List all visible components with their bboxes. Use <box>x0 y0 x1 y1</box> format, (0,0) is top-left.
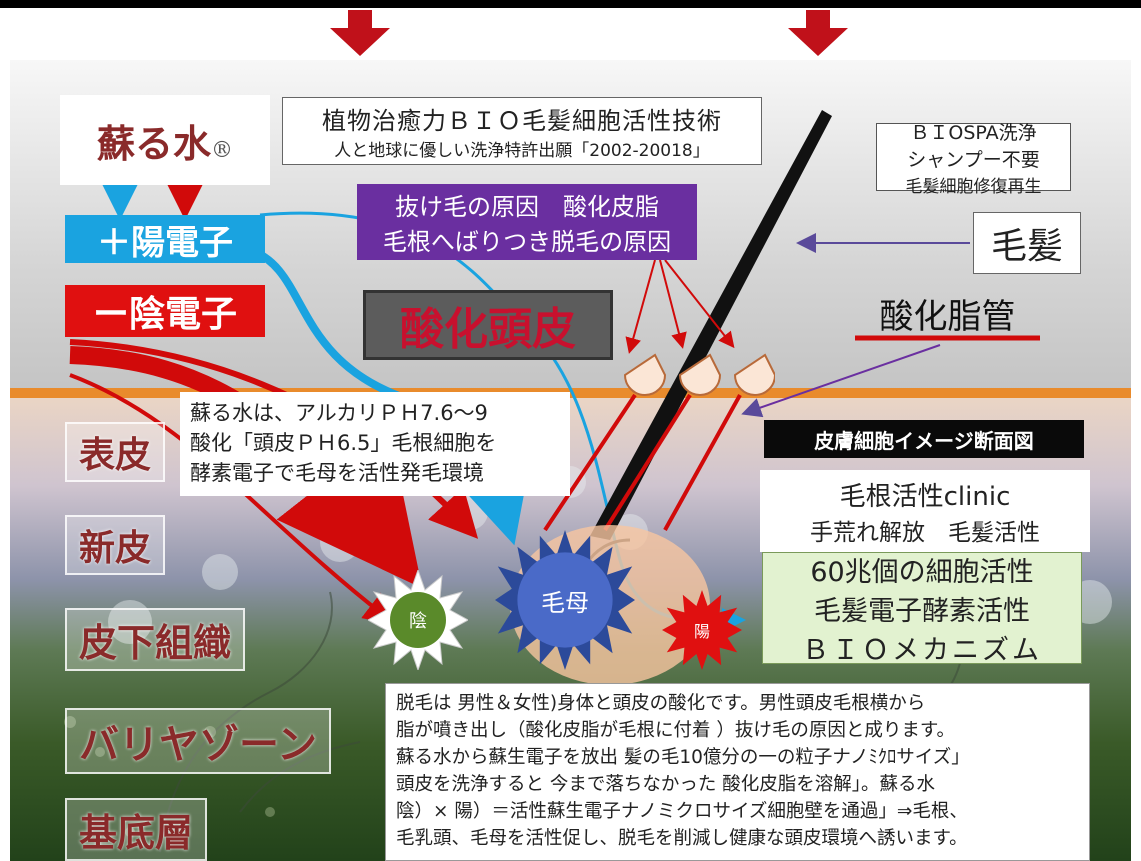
diagram-scene: 陰 毛母 陽 蘇る水® 植物治癒力ＢＩＯ毛髪細胞活性技術 人と地球に優しい洗浄特… <box>10 60 1131 861</box>
clinic-box: 毛根活性clinic 手荒れ解放 毛髪活性 <box>760 470 1090 552</box>
header-center-line2: 人と地球に優しい洗浄特許出願「2002-20018」 <box>334 141 710 161</box>
layer-basal: 基底層 <box>65 798 208 861</box>
alkaline-line3: 酵素電子で毛母を活性発毛環境 <box>190 461 484 485</box>
bottom-line3: 蘇る水から蘇生電子を放出 髪の毛10億分の一の粒子ナノﾐｸﾛサイズ」 <box>396 747 970 768</box>
yang-label: 陽 <box>693 622 710 641</box>
bottom-line1: 脱毛は 男性＆女性)身体と頭皮の酸化です。男性頭皮毛根横から <box>396 693 926 714</box>
yin-starburst-icon <box>368 570 468 670</box>
bottom-line5: 陰）× 陽）＝活性蘇生電子ナノミクロサイズ細胞壁を通過」⇒毛根、 <box>396 801 968 822</box>
clinic-line2: 手荒れ解放 毛髪活性 <box>810 519 1040 546</box>
brand-title: 蘇る水 <box>96 120 211 166</box>
header-center-line1: 植物治癒力ＢＩＯ毛髪細胞活性技術 <box>322 107 722 135</box>
oxidized-sebum-label: 酸化脂管 <box>879 296 1016 337</box>
cause-line1: 抜け毛の原因 酸化皮脂 <box>395 193 659 221</box>
alkaline-line1: 蘇る水は、アルカリＰＨ7.6〜9 <box>190 401 488 425</box>
green-line3: ＢＩＯメカニズム <box>802 634 1042 666</box>
bottom-line4: 頭皮を洗浄すると 今まで落ちなかった 酸化皮脂を溶解」。蘇る水 <box>396 774 936 795</box>
hair-label: 毛髪 <box>973 212 1081 274</box>
green-line1: 60兆個の細胞活性 <box>810 556 1034 588</box>
positive-electron-label: ＋陽電子 <box>65 215 265 263</box>
oxidized-scalp-label: 酸化頭皮 <box>363 290 613 360</box>
layer-subcutaneous: 皮下組織 <box>65 608 246 671</box>
negative-electron-label: ー陰電子 <box>65 285 265 337</box>
header-right-box: ＢＩOSPA洗浄 シャンプー不要 毛髪細胞修復再生 <box>876 122 1071 197</box>
skin-surface-line <box>10 388 1131 398</box>
hair-matrix-label: 毛母 <box>541 588 589 617</box>
bottom-line6: 毛乳頭、毛母を活性促し、脱毛を削減し健康な頭皮環境へ誘います。 <box>396 828 968 849</box>
header-right-line2: シャンプー不要 <box>907 148 1040 171</box>
hair-matrix-starburst-icon <box>495 530 635 670</box>
bio-mechanism-box: 60兆個の細胞活性 毛髪電子酵素活性 ＢＩＯメカニズム <box>762 552 1082 666</box>
header-center-box: 植物治癒力ＢＩＯ毛髪細胞活性技術 人と地球に優しい洗浄特許出願「2002-200… <box>282 97 762 165</box>
layer-epidermis: 表皮 <box>65 422 166 482</box>
yang-starburst-icon <box>662 590 742 670</box>
title-box: 蘇る水® <box>60 95 270 185</box>
alkaline-line2: 酸化「頭皮ＰＨ6.5」毛根細胞を <box>190 431 497 455</box>
layer-new-skin: 新皮 <box>65 515 166 575</box>
header-right-line3: 毛髪細胞修復再生 <box>905 176 1042 197</box>
header-right-line1: ＢＩOSPA洗浄 <box>910 121 1037 144</box>
cause-of-hair-loss-box: 抜け毛の原因 酸化皮脂 毛根へばりつき脱毛の原因 <box>357 184 697 260</box>
yin-label: 陰 <box>409 611 427 632</box>
down-arrow-icon-left <box>330 10 390 56</box>
bottom-line2: 脂が噴き出し（酸化皮脂が毛根に付着 ）抜け毛の原因と成ります。 <box>396 720 956 741</box>
registered-mark: ® <box>211 137 233 163</box>
cross-section-banner: 皮膚細胞イメージ断面図 <box>764 420 1084 458</box>
down-arrow-icon-right <box>788 10 848 56</box>
sebaceous-gland-icons <box>623 353 775 396</box>
top-divider-line <box>0 0 1141 8</box>
cause-line2: 毛根へばりつき脱毛の原因 <box>382 228 672 256</box>
bottom-explanation-box: 脱毛は 男性＆女性)身体と頭皮の酸化です。男性頭皮毛根横から 脂が噴き出し（酸化… <box>385 683 1090 861</box>
clinic-line1: 毛根活性clinic <box>839 481 1011 512</box>
green-line2: 毛髪電子酵素活性 <box>814 595 1030 627</box>
alkaline-explanation-box: 蘇る水は、アルカリＰＨ7.6〜9 酸化「頭皮ＰＨ6.5」毛根細胞を 酵素電子で毛… <box>180 392 570 496</box>
layer-barrier-zone: バリヤゾーン <box>65 708 331 774</box>
